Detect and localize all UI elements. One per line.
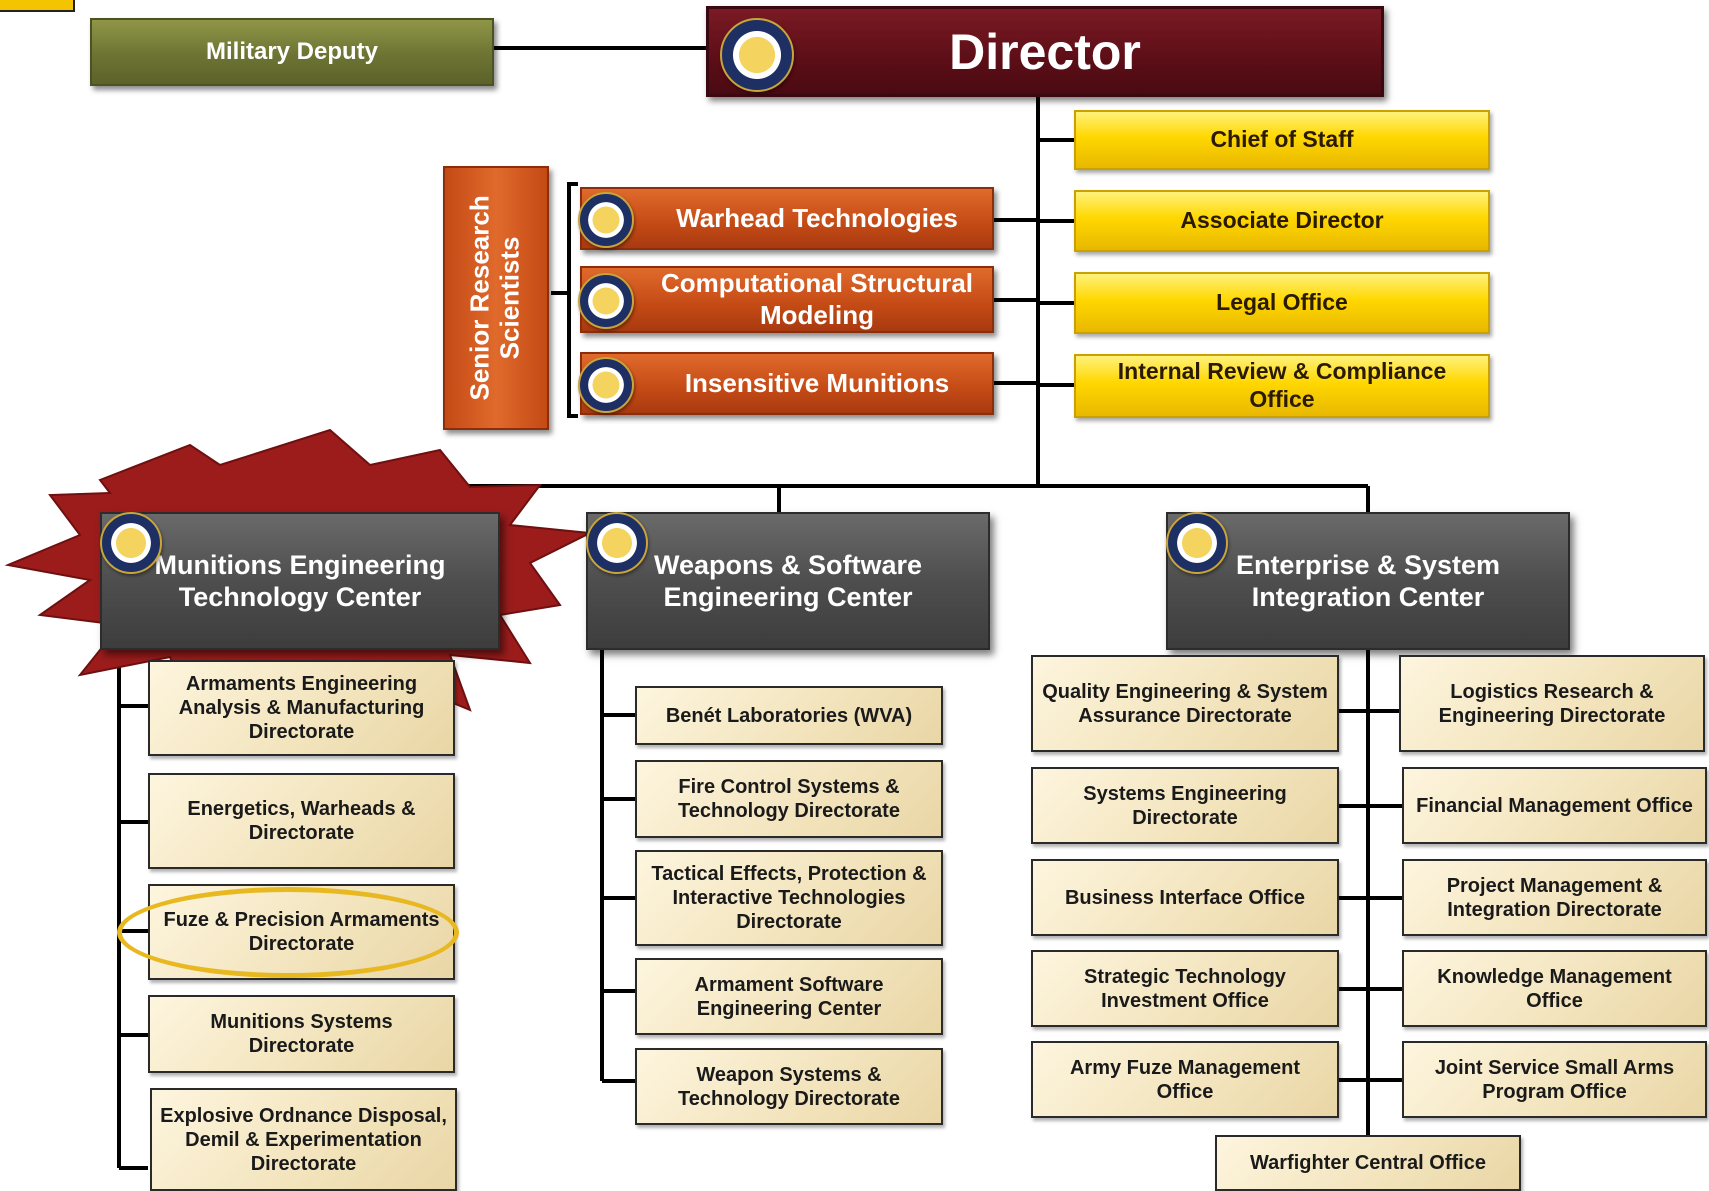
- warhead-technologies-label: Warhead Technologies: [676, 202, 958, 233]
- directorate-box[interactable]: Project Management & Integration Directo…: [1402, 859, 1707, 936]
- director-label: Director: [949, 23, 1141, 80]
- directorate-box[interactable]: Joint Service Small Arms Program Office: [1402, 1041, 1707, 1118]
- directorate-box[interactable]: Weapon Systems & Technology Directorate: [635, 1048, 943, 1125]
- directorate-label: Fire Control Systems & Technology Direct…: [678, 776, 900, 822]
- legal-office-box[interactable]: Legal Office: [1074, 272, 1490, 334]
- directorate-label: Explosive Ordnance Disposal, Demil & Exp…: [160, 1104, 447, 1175]
- directorate-label: Benét Laboratories (WVA): [665, 704, 913, 727]
- directorate-label: Munitions Systems Directorate: [210, 1011, 393, 1057]
- directorate-box[interactable]: Financial Management Office: [1402, 767, 1707, 844]
- directorate-box[interactable]: Systems Engineering Directorate: [1031, 767, 1339, 844]
- directorate-box[interactable]: Strategic Technology Investment Office: [1031, 950, 1339, 1027]
- directorate-box[interactable]: Benét Laboratories (WVA): [635, 686, 943, 745]
- directorate-label: Armament Software Engineering Center: [694, 973, 884, 1020]
- military-deputy-label: Military Deputy: [205, 37, 379, 65]
- directorate-box[interactable]: Explosive Ordnance Disposal, Demil & Exp…: [150, 1088, 457, 1191]
- directorate-label: Project Management & Integration Directo…: [1446, 874, 1663, 921]
- senior-research-scientists-box[interactable]: Senior Research Scientists: [443, 166, 549, 430]
- directorate-label: Business Interface Office: [1064, 886, 1306, 909]
- military-deputy-box[interactable]: Military Deputy: [90, 18, 494, 86]
- directorate-box[interactable]: Knowledge Management Office: [1402, 950, 1707, 1027]
- army-seal-icon: [578, 273, 634, 329]
- munitions-engineering-center-box[interactable]: Munitions Engineering Technology Center: [100, 512, 500, 650]
- directorate-box[interactable]: Logistics Research & Engineering Directo…: [1399, 655, 1705, 752]
- directorate-label: Logistics Research & Engineering Directo…: [1438, 680, 1666, 727]
- highlight-ring: [117, 887, 459, 978]
- associate-director-label: Associate Director: [1180, 207, 1384, 234]
- corner-badge-fragment: [0, 0, 75, 12]
- army-seal-icon: [578, 192, 634, 248]
- directorate-label: Quality Engineering & System Assurance D…: [1042, 680, 1328, 727]
- insensitive-munitions-box[interactable]: Insensitive Munitions: [580, 352, 994, 415]
- internal-review-compliance-label: Internal Review & Compliance Office: [1117, 358, 1447, 412]
- directorate-label: Systems Engineering Directorate: [1083, 782, 1287, 829]
- chief-of-staff-box[interactable]: Chief of Staff: [1074, 110, 1490, 170]
- enterprise-system-center-label: Enterprise & System Integration Center: [1235, 549, 1501, 612]
- army-seal-icon: [586, 512, 648, 574]
- computational-structural-modeling-label: Computational Structural Modeling: [660, 268, 973, 330]
- senior-research-scientists-label: Senior Research Scientists: [465, 195, 525, 401]
- enterprise-system-center-box[interactable]: Enterprise & System Integration Center: [1166, 512, 1570, 650]
- directorate-box[interactable]: Business Interface Office: [1031, 859, 1339, 936]
- directorate-label: Strategic Technology Investment Office: [1084, 965, 1286, 1012]
- directorate-label: Warfighter Central Office: [1250, 1152, 1486, 1174]
- directorate-label: Tactical Effects, Protection & Interacti…: [651, 863, 927, 933]
- directorate-box[interactable]: Tactical Effects, Protection & Interacti…: [635, 850, 943, 946]
- chief-of-staff-label: Chief of Staff: [1210, 126, 1354, 153]
- army-seal-icon: [1166, 512, 1228, 574]
- computational-structural-modeling-box[interactable]: Computational Structural Modeling: [580, 266, 994, 333]
- warhead-technologies-box[interactable]: Warhead Technologies: [580, 187, 994, 250]
- internal-review-compliance-box[interactable]: Internal Review & Compliance Office: [1074, 354, 1490, 418]
- directorate-box[interactable]: Armament Software Engineering Center: [635, 958, 943, 1035]
- insensitive-munitions-label: Insensitive Munitions: [684, 367, 950, 398]
- directorate-box[interactable]: Fire Control Systems & Technology Direct…: [635, 760, 943, 838]
- army-seal-icon: [720, 18, 794, 92]
- directorate-label: Knowledge Management Office: [1437, 965, 1672, 1012]
- directorate-label: Energetics, Warheads & Directorate: [187, 798, 416, 844]
- legal-office-label: Legal Office: [1216, 289, 1348, 316]
- directorate-box[interactable]: Army Fuze Management Office: [1031, 1041, 1339, 1118]
- directorate-box[interactable]: Munitions Systems Directorate: [148, 995, 455, 1073]
- weapons-software-center-label: Weapons & Software Engineering Center: [653, 549, 923, 612]
- directorate-label: Armaments Engineering Analysis & Manufac…: [178, 673, 425, 743]
- director-box[interactable]: Director: [706, 6, 1384, 97]
- directorate-box[interactable]: Energetics, Warheads & Directorate: [148, 773, 455, 869]
- directorate-label: Joint Service Small Arms Program Office: [1434, 1056, 1675, 1103]
- directorate-box[interactable]: Quality Engineering & System Assurance D…: [1031, 655, 1339, 752]
- army-seal-icon: [578, 357, 634, 413]
- directorate-box[interactable]: Warfighter Central Office: [1215, 1135, 1521, 1191]
- munitions-engineering-center-label: Munitions Engineering Technology Center: [154, 549, 446, 612]
- directorate-label: Financial Management Office: [1416, 794, 1693, 817]
- directorate-label: Weapon Systems & Technology Directorate: [678, 1063, 900, 1110]
- directorate-box[interactable]: Armaments Engineering Analysis & Manufac…: [148, 660, 455, 756]
- associate-director-box[interactable]: Associate Director: [1074, 190, 1490, 252]
- army-seal-icon: [100, 512, 162, 574]
- weapons-software-center-box[interactable]: Weapons & Software Engineering Center: [586, 512, 990, 650]
- directorate-label: Army Fuze Management Office: [1069, 1056, 1301, 1103]
